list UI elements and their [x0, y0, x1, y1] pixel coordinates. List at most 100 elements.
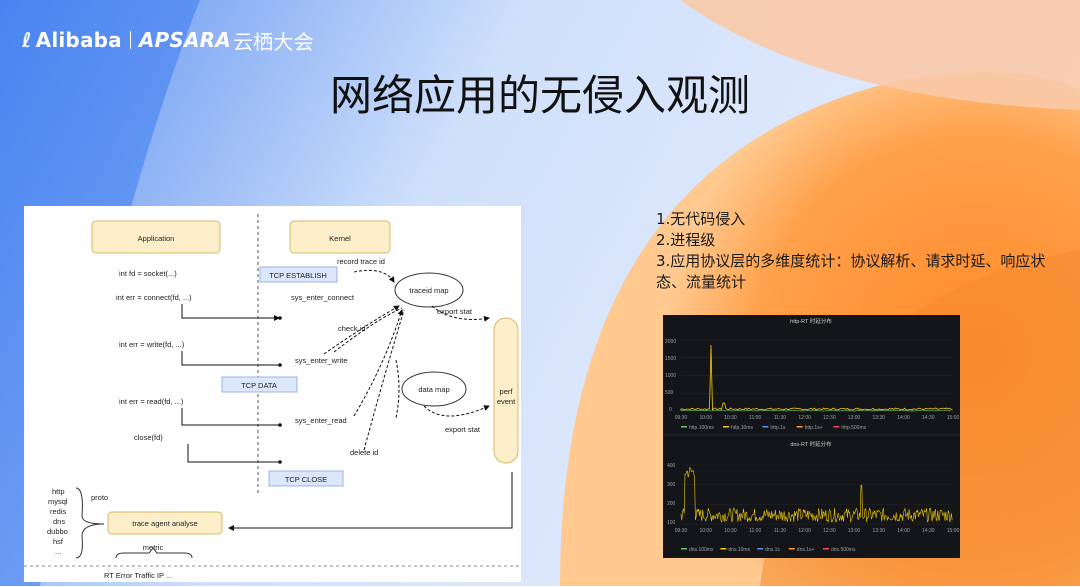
perf-event-cylinder: [493, 317, 519, 464]
event-name: 云栖大会: [232, 29, 314, 54]
xtick-label: 10:30: [724, 528, 737, 534]
traceid-map-node: [394, 272, 464, 308]
xtick-label: 10:30: [724, 415, 737, 421]
protocol-item: dns: [53, 517, 65, 526]
rt-dashboard: http-RT 时延分布 2000 1500 1000 500 0 09:30 1…: [663, 315, 960, 558]
xtick-label: 13:30: [873, 528, 886, 534]
chart1-yaxis: 2000 1500 1000 500 0: [665, 339, 676, 413]
tcp-data-box: [221, 376, 298, 393]
feature-item: 2.进程级: [656, 231, 716, 249]
feature-item: 1.无代码侵入: [656, 210, 746, 228]
xtick-label: 15:00: [947, 415, 960, 421]
slide-title: 网络应用的无侵入观测: [329, 71, 750, 120]
xtick-label: 13:00: [848, 528, 861, 534]
apsara-wordmark: APSARA: [138, 28, 231, 52]
protocol-item: dubbo: [47, 527, 68, 536]
legend-swatch: [823, 548, 829, 550]
xtick-label: 11:30: [774, 528, 786, 534]
export-stat-top-label: export stat: [437, 307, 473, 316]
chart2-ytick: 100: [667, 520, 676, 526]
code-write: int err = write(fd, ...): [119, 340, 185, 349]
export-stat-bottom-label: export stat: [445, 425, 481, 434]
tcp-establish-box: [259, 266, 338, 283]
xtick-label: 10:00: [699, 528, 712, 534]
xtick-label: 12:00: [798, 528, 811, 534]
legend-label: http.500ms: [841, 425, 866, 431]
proto-label: proto: [91, 493, 108, 502]
chart1-ytick: 1000: [665, 373, 676, 379]
xtick-label: 09:30: [675, 415, 688, 421]
xtick-label: 13:00: [848, 415, 861, 421]
protocol-item: ...: [55, 547, 61, 556]
chart1-series-line: [680, 409, 952, 412]
kernel-box: [289, 220, 391, 254]
xtick-label: 10:00: [699, 415, 712, 421]
protocol-item: redis: [50, 507, 67, 516]
feature-item: 3.应用协议层的多维度统计：协议解析、请求时延、响应状: [656, 252, 1046, 270]
tcp-establish-label: TCP ESTABLISH: [269, 271, 327, 280]
code-connect: int err = connect(fd, ...): [116, 293, 192, 302]
chart2-yaxis: 400 300 200 100: [667, 463, 676, 526]
alibaba-wordmark: Alibaba: [35, 28, 122, 52]
logo-divider: [129, 31, 131, 49]
feature-list: 1.无代码侵入 2.进程级 3.应用协议层的多维度统计：协议解析、请求时延、响应…: [656, 209, 1076, 293]
sys-enter-connect: sys_enter_connect: [291, 293, 355, 302]
trace-agent-box: [107, 511, 223, 535]
legend-swatch: [723, 426, 729, 428]
protocol-item: mysql: [48, 497, 68, 506]
application-label: Application: [138, 234, 175, 243]
tcp-data-label: TCP DATA: [241, 381, 277, 390]
xtick-label: 12:30: [823, 415, 836, 421]
chart1-ytick: 2000: [665, 339, 676, 345]
legend-label: dns.500ms: [831, 547, 856, 553]
tcp-close-box: [268, 470, 344, 487]
perf-label: perf: [500, 387, 514, 396]
protocol-item: http: [52, 487, 65, 496]
alibaba-logo-icon: ℓ: [22, 28, 32, 52]
xtick-label: 14:00: [897, 415, 910, 421]
chart2-ytick: 400: [667, 463, 676, 469]
event-logo: ℓ Alibaba APSARA 云栖大会: [22, 28, 314, 54]
chart1-title: http-RT 时延分布: [790, 317, 832, 325]
legend-label: http.1s+: [805, 425, 823, 431]
data-map-node: [401, 371, 467, 407]
code-close: close(fd): [134, 433, 163, 442]
chart1-series-line: [680, 344, 953, 411]
chart1-grid: [681, 339, 953, 412]
legend-swatch: [720, 548, 727, 550]
legend-label: dns.1s: [765, 547, 780, 553]
legend-swatch: [788, 548, 795, 550]
check-id-label: check id: [338, 324, 366, 333]
xtick-label: 14:30: [922, 528, 935, 534]
record-trace-id-label: record trace id: [337, 257, 385, 266]
chart1-ytick: 1500: [665, 356, 676, 362]
traceid-map-label: traceid map: [409, 286, 448, 295]
tcp-close-label: TCP CLOSE: [285, 475, 327, 484]
legend-label: dns.10ms: [728, 547, 750, 553]
chart2-series-line: [680, 466, 953, 523]
code-read: int err = read(fd, ...): [119, 397, 184, 406]
xtick-label: 12:00: [798, 415, 811, 421]
xtick-label: 11:00: [749, 415, 761, 421]
event-label: event: [497, 397, 516, 406]
chart2-ytick: 200: [667, 501, 676, 507]
chart2-legend: dns.100ms dns.10ms dns.1s dns.1s+ dns.500ms: [681, 547, 856, 553]
legend-label: dns.100ms: [689, 547, 714, 553]
delete-id-label: delete id: [350, 448, 378, 457]
chart1-ytick: 0: [669, 407, 672, 413]
legend-swatch: [757, 548, 764, 550]
xtick-label: 15:00: [947, 528, 960, 534]
legend-swatch: [833, 426, 840, 428]
legend-label: http.1s: [770, 425, 786, 431]
trace-agent-label: trace agent analyse: [132, 519, 197, 528]
xtick-label: 11:00: [749, 528, 761, 534]
architecture-diagram: Application Kernel int fd = socket(...) …: [24, 206, 521, 582]
chart1-ytick: 500: [665, 390, 674, 396]
sys-enter-read: sys_enter_read: [295, 416, 347, 425]
legend-swatch: [681, 548, 687, 550]
legend-label: dns.1s+: [797, 547, 815, 553]
legend-label: http.10ms: [731, 425, 753, 431]
